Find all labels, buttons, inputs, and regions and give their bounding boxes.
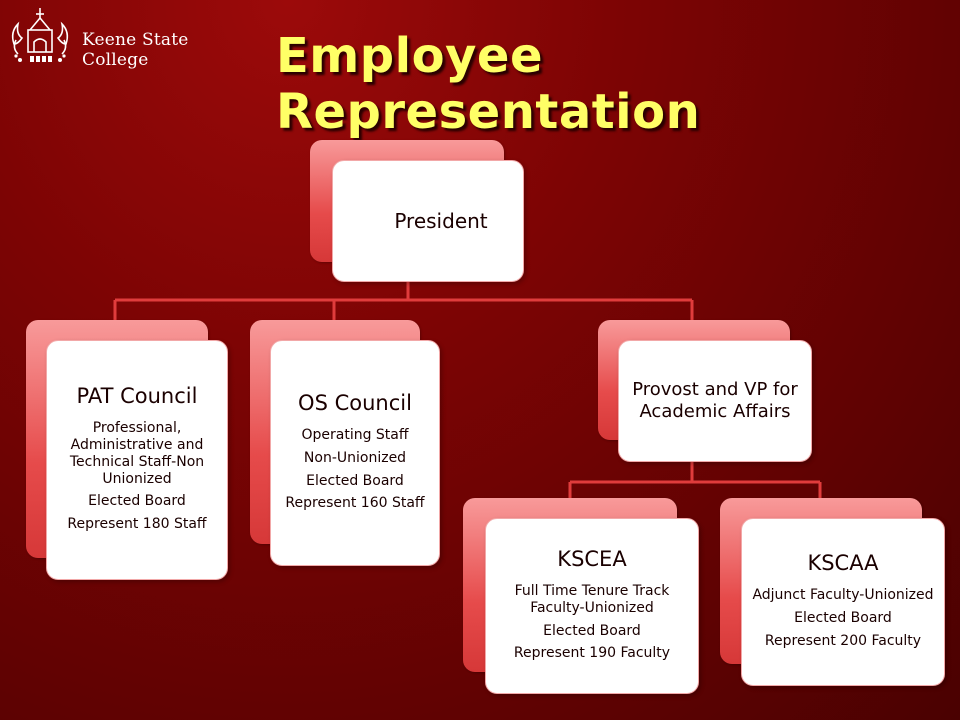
pat-council-count: Represent 180 Staff xyxy=(67,516,207,533)
os-council-title: OS Council xyxy=(298,390,412,415)
president-label: President xyxy=(394,209,488,233)
os-council-count: Represent 160 Staff xyxy=(285,495,425,512)
kscaa-board: Elected Board xyxy=(794,610,892,627)
os-council-board: Elected Board xyxy=(306,472,404,489)
provost-box: Provost and VP for Academic Affairs xyxy=(618,340,812,462)
provost-title: Provost and VP for Academic Affairs xyxy=(632,379,798,422)
kscea-count: Represent 190 Faculty xyxy=(513,645,671,662)
kscea-title: KSCEA xyxy=(557,546,627,571)
os-council-box: OS Council Operating Staff Non-Unionized… xyxy=(270,340,440,566)
kscea-box: KSCEA Full Time Tenure Track Faculty-Uni… xyxy=(485,518,699,694)
slide-title: Employee Representation xyxy=(276,28,701,140)
pat-council-title: PAT Council xyxy=(76,384,198,409)
pat-council-box: PAT Council Professional, Administrative… xyxy=(46,340,228,580)
kscaa-title: KSCAA xyxy=(807,551,879,576)
college-logo: Keene State College xyxy=(8,4,258,70)
pat-council-description: Professional, Administrative and Technic… xyxy=(69,420,205,487)
kscaa-description: Adjunct Faculty-Unionized xyxy=(752,587,934,604)
kscea-board: Elected Board xyxy=(543,622,641,639)
kscea-description: Full Time Tenure Track Faculty-Unionized xyxy=(514,583,670,616)
kscaa-count: Represent 200 Faculty xyxy=(764,632,922,649)
president-box: President xyxy=(332,160,524,282)
college-seal-icon xyxy=(11,8,69,62)
os-council-description: Operating Staff xyxy=(301,427,409,443)
college-name: Keene State College xyxy=(82,30,189,70)
kscaa-box: KSCAA Adjunct Faculty-Unionized Elected … xyxy=(741,518,945,686)
pat-council-board: Elected Board xyxy=(88,493,186,510)
os-council-union-status: Non-Unionized xyxy=(303,449,407,466)
